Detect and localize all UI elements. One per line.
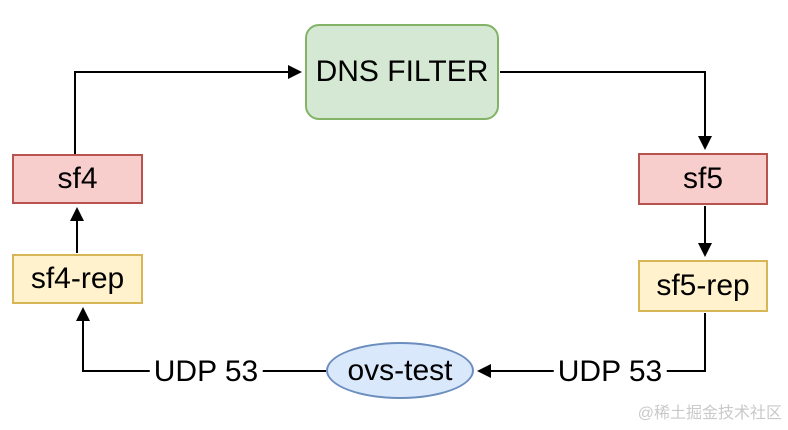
watermark-text: @稀土掘金技术社区 xyxy=(637,405,782,422)
node-sf5-rep-label: sf5-rep xyxy=(656,269,750,302)
edge-dnsfilter-to-sf5 xyxy=(500,71,712,150)
node-sf5-label: sf5 xyxy=(682,162,724,195)
node-dns-filter: DNS FILTER xyxy=(305,24,499,120)
node-sf4-label: sf4 xyxy=(57,162,98,195)
node-sf5: sf5 xyxy=(638,153,768,205)
edge-label-udp53-right: UDP 53 xyxy=(553,355,667,389)
node-dns-filter-label: DNS FILTER xyxy=(315,55,489,88)
node-sf4-rep-label: sf4-rep xyxy=(30,262,125,295)
node-sf4: sf4 xyxy=(12,154,143,204)
edge-sf4-to-dnsfilter xyxy=(74,65,302,154)
edge-label-udp53-left: UDP 53 xyxy=(149,355,263,389)
node-ovs-test-label: ovs-test xyxy=(347,353,453,387)
node-ovs-test: ovs-test xyxy=(326,342,474,399)
node-sf5-rep: sf5-rep xyxy=(638,260,768,312)
node-sf4-rep: sf4-rep xyxy=(12,254,143,304)
